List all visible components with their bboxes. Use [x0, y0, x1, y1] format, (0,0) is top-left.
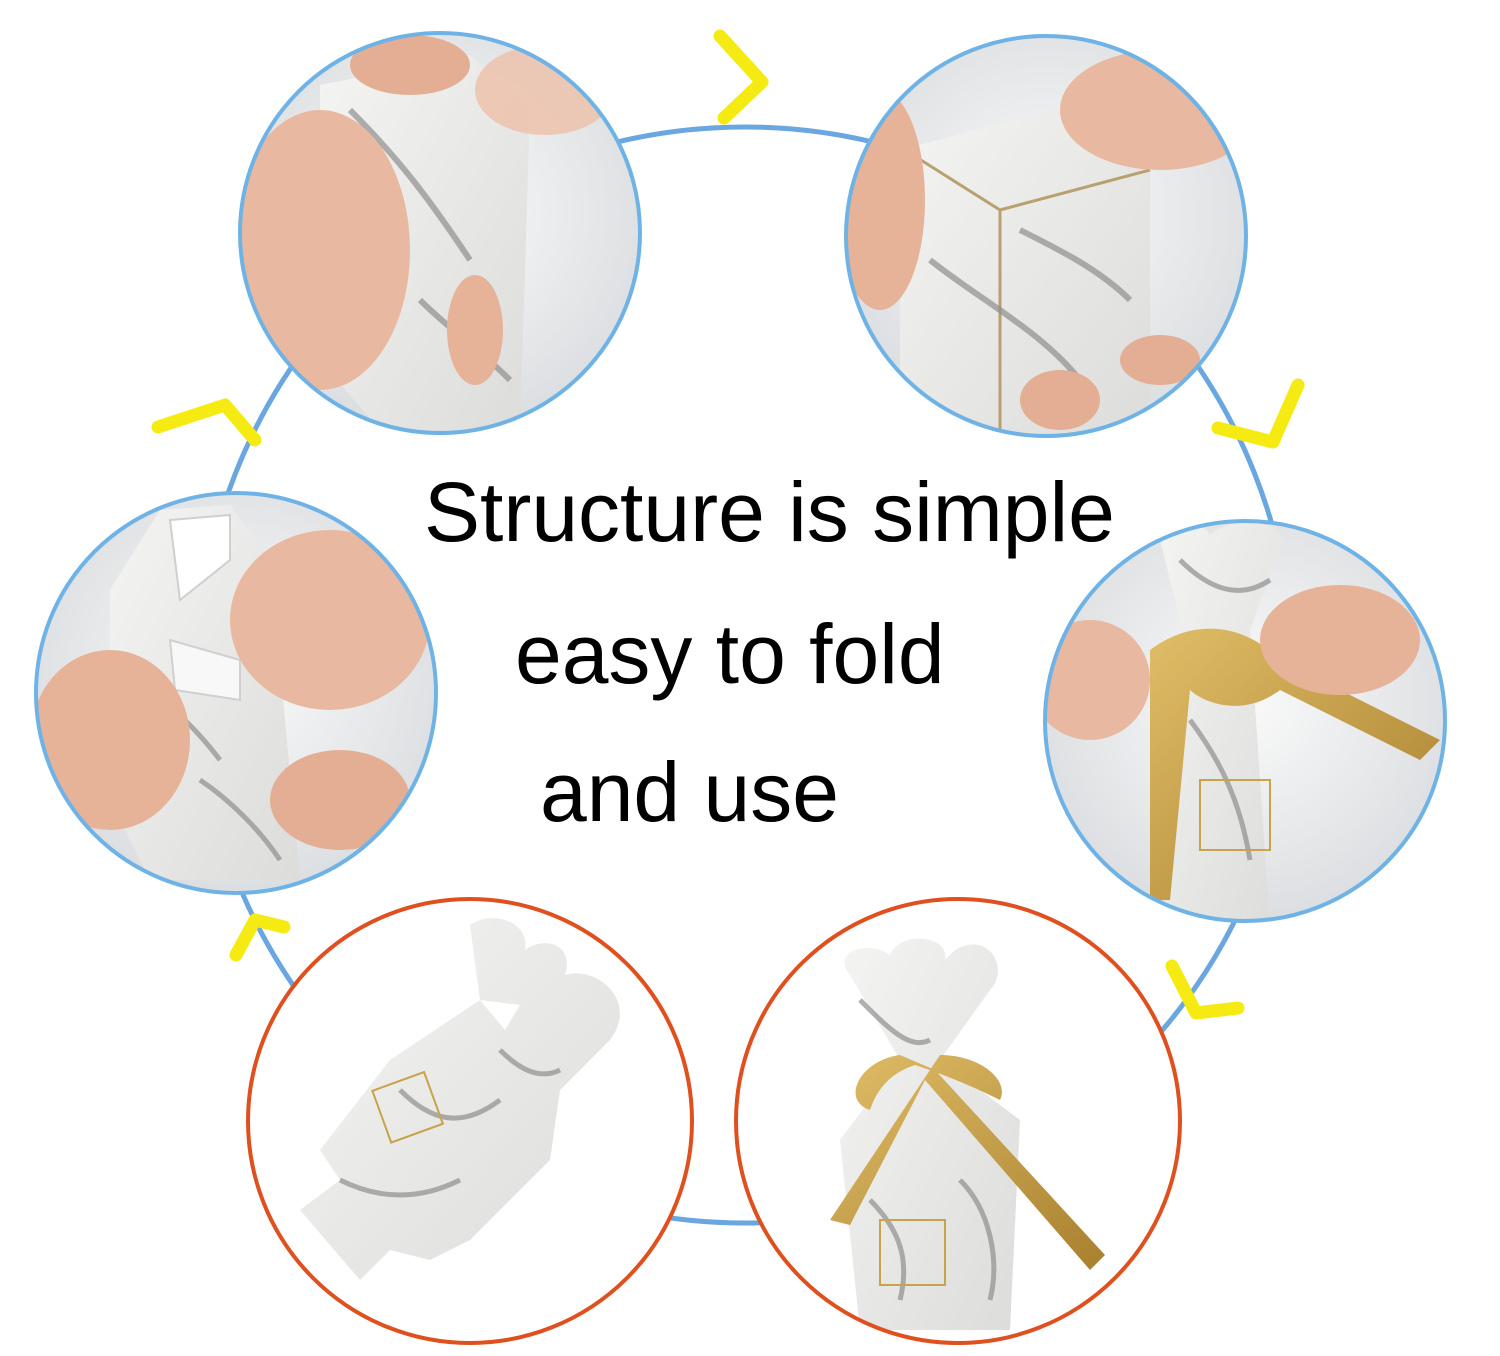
hand-icon — [1020, 370, 1100, 430]
hand-icon — [1120, 335, 1200, 385]
hand-icon — [1260, 585, 1420, 695]
arrow-chevron-left-lower-icon — [229, 913, 291, 962]
caption-line-and-use: and use — [540, 745, 839, 839]
hand-icon — [1060, 50, 1246, 170]
hand-icon — [350, 35, 470, 95]
hand-icon — [240, 110, 410, 390]
arrow-chevron-left-upper-icon — [151, 398, 262, 447]
caption-line-structure: Structure is simple — [424, 465, 1115, 559]
step-photo-tying-ribbon — [1043, 519, 1447, 923]
step-photo-flat-template — [246, 897, 694, 1345]
step-photo-pressing-lid — [844, 34, 1248, 438]
hand-icon — [230, 530, 430, 710]
step-photo-opening-flaps — [34, 491, 438, 895]
step-photo-finished-box — [734, 897, 1182, 1345]
arrow-chevron-right-upper-icon — [1211, 378, 1305, 449]
direction-arrows — [151, 29, 1305, 1020]
hand-icon — [36, 650, 190, 830]
caption-line-easy-fold: easy to fold — [515, 607, 945, 701]
hand-icon — [447, 275, 503, 385]
hand-icon — [270, 750, 410, 850]
arrow-chevron-top-icon — [713, 29, 769, 125]
arrow-chevron-right-lower-icon — [1165, 959, 1245, 1020]
step-photo-folding-top — [238, 31, 642, 435]
